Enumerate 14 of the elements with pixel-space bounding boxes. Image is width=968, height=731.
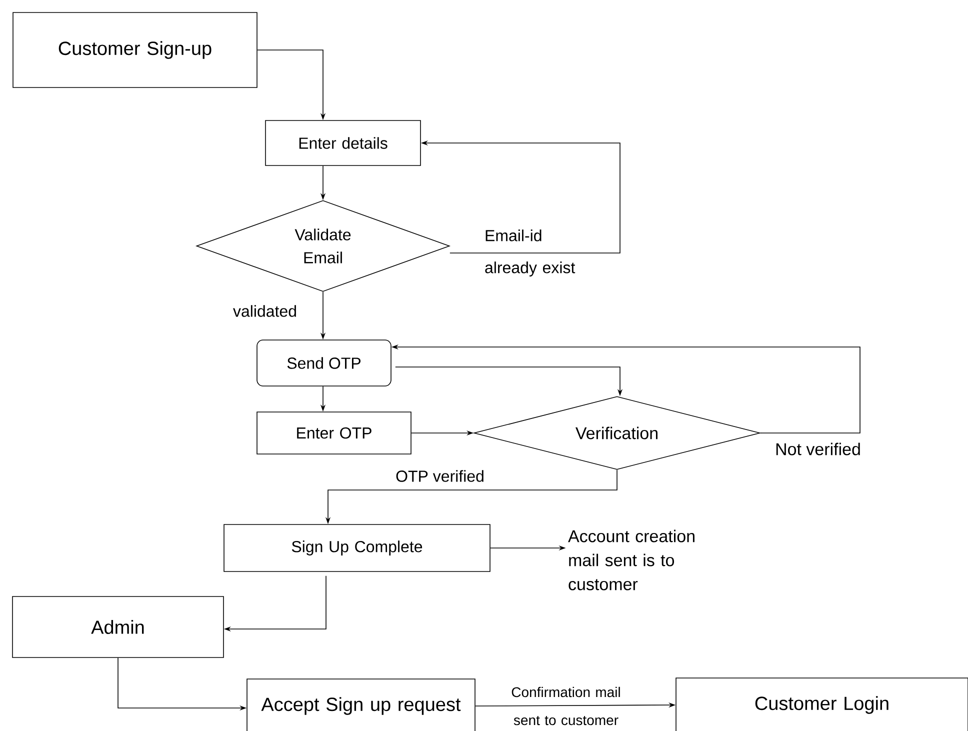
process-box: Sign Up Complete bbox=[224, 524, 490, 572]
process-box: Send OTP bbox=[256, 340, 392, 386]
process-box: Admin bbox=[12, 596, 224, 658]
process-box: Customer Sign-up bbox=[12, 12, 258, 88]
process-box: Enter OTP bbox=[256, 412, 412, 454]
process-box: Enter details bbox=[265, 120, 421, 166]
note-text: Account creation mail sent is to customer bbox=[568, 530, 694, 590]
edge-label: validated bbox=[232, 304, 298, 318]
process-box: Accept Sign up request bbox=[246, 678, 476, 731]
process-box: Customer Login bbox=[676, 678, 968, 731]
edge-label: Confirmation mail sent to customer bbox=[512, 686, 620, 726]
edge-label: Email-id already exist bbox=[485, 230, 576, 276]
edge-label: OTP verified bbox=[394, 469, 486, 483]
edge-label: Not verified bbox=[774, 442, 862, 456]
